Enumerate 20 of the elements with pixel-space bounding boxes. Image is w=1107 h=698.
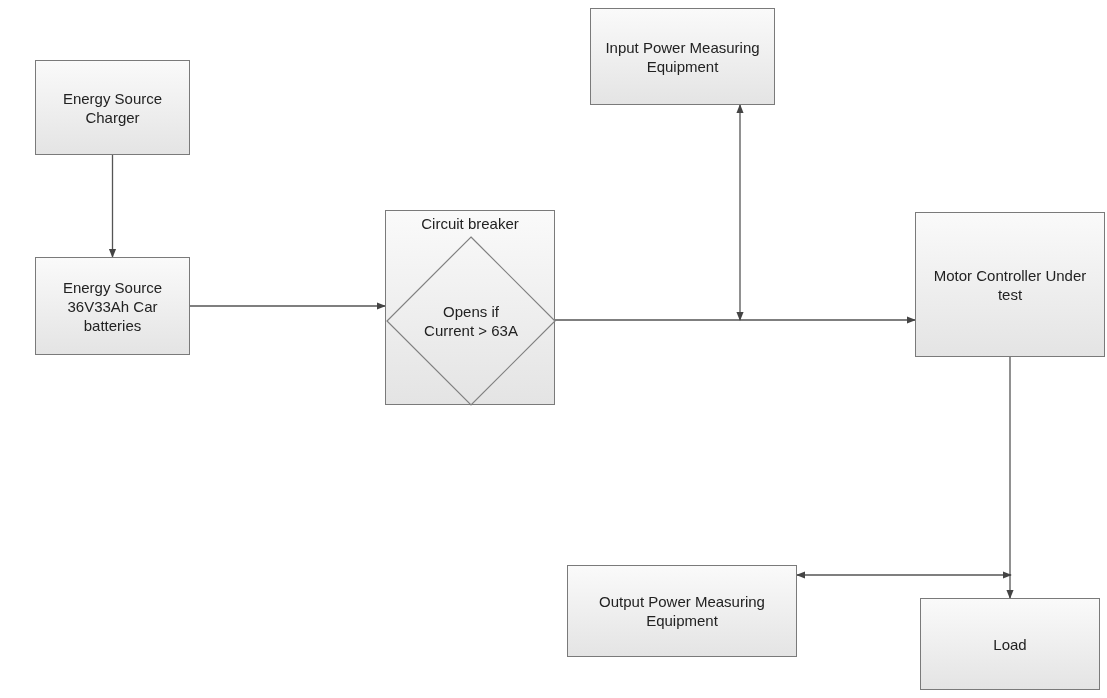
arrow [108,154,117,258]
box-label: Input Power Measuring Equipment [604,37,761,76]
box-label: Motor Controller Under test [932,265,1088,304]
arrow [189,302,386,310]
arrow [736,104,744,321]
diamond-label: Opens if Current > 63A [423,302,519,340]
arrow [796,571,1012,579]
box-heading: Circuit breaker [420,214,520,233]
box-label: Output Power Measuring Equipment [598,592,766,630]
box-label: Load [992,634,1028,654]
arrow [1006,356,1014,599]
arrow [554,316,916,324]
process-box [35,257,190,355]
process-box [920,598,1100,690]
box-label: Energy Source 36V33Ah Car batteries [61,277,164,335]
process-box [35,60,190,155]
box-label: Energy Source Charger [61,88,164,127]
process-box [590,8,775,105]
process-box [567,565,797,657]
process-box [915,212,1105,357]
